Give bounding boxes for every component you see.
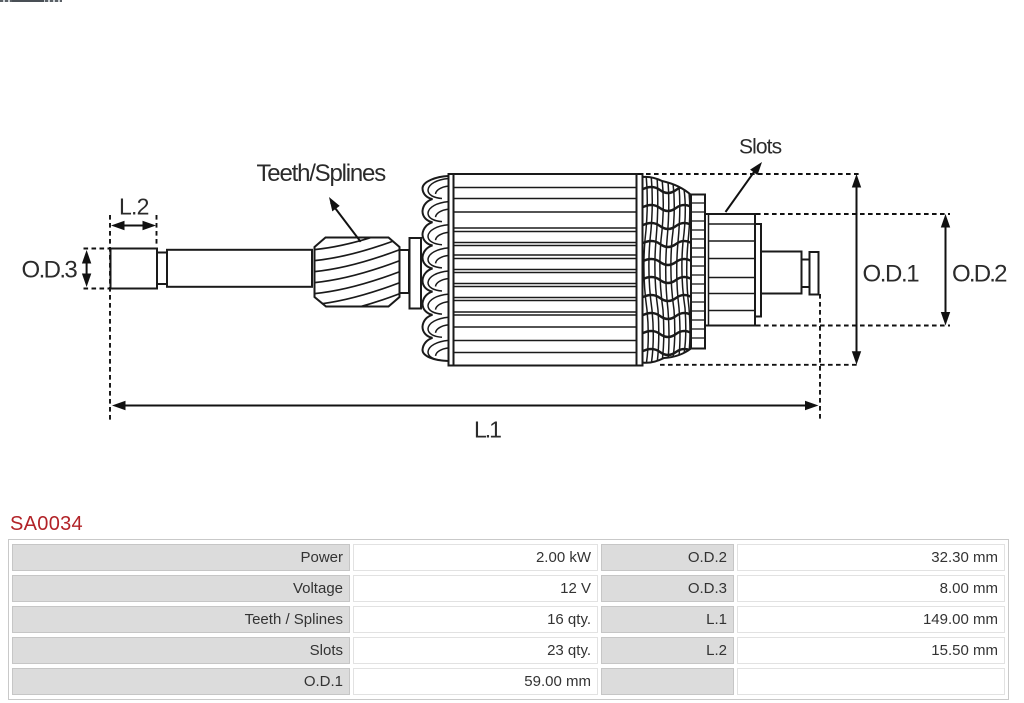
svg-text:O.D.3: O.D.3 (22, 256, 78, 283)
svg-text:O.D.2: O.D.2 (952, 260, 1007, 287)
svg-text:O.D.1: O.D.1 (863, 260, 920, 287)
svg-text:L.2: L.2 (119, 194, 149, 220)
svg-text:L.1: L.1 (474, 416, 501, 442)
svg-text:Teeth/Splines: Teeth/Splines (257, 160, 387, 187)
svg-text:Slots: Slots (739, 136, 782, 159)
